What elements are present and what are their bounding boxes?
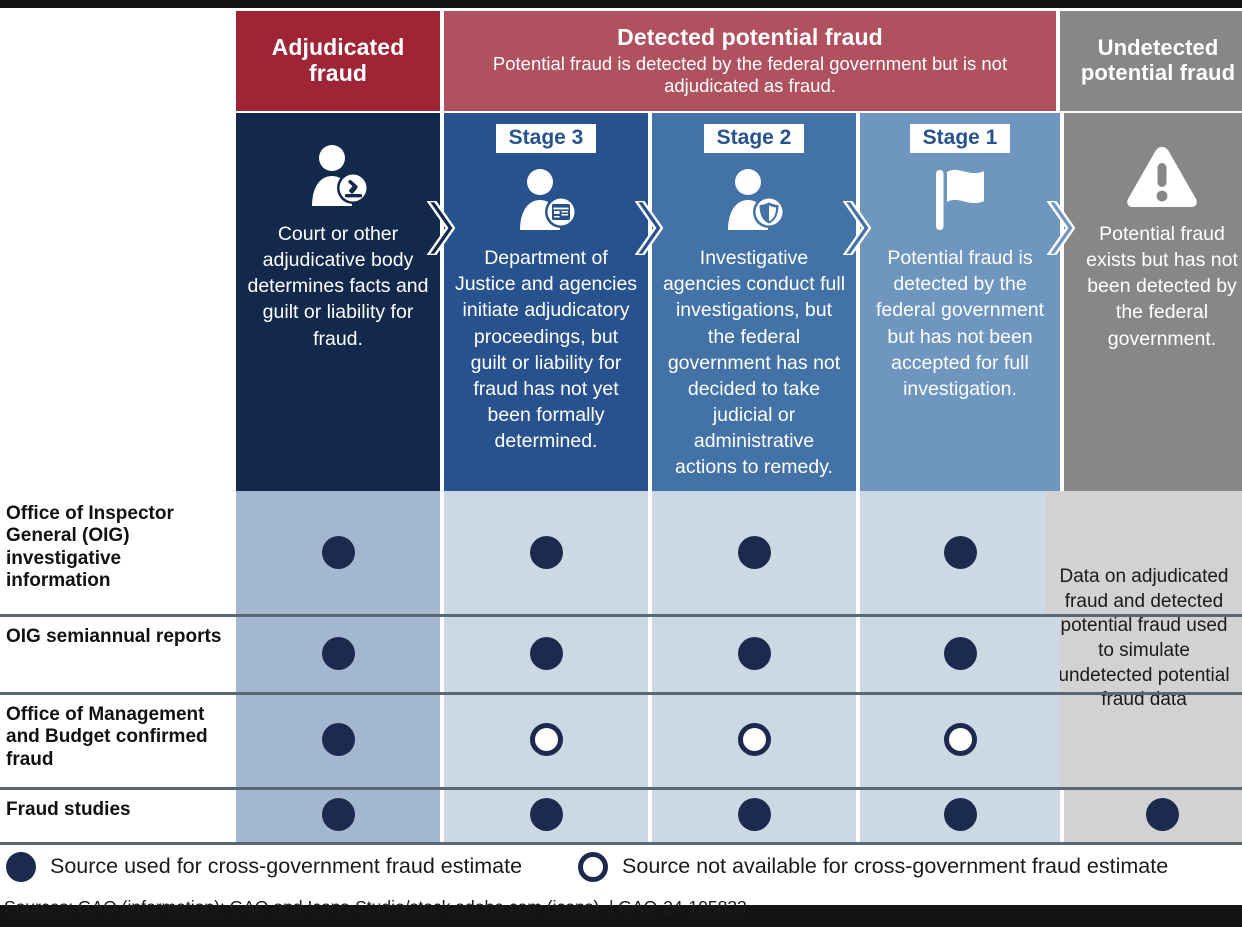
- table-row: Office of Management and Budget confirme…: [0, 692, 1242, 787]
- filled-dot-icon: [529, 636, 563, 670]
- cell-stage2-r3: [652, 692, 856, 787]
- stage-tag-stage-1: Stage 1: [909, 124, 1011, 154]
- open-dot-icon: [737, 723, 771, 756]
- flag-icon: [922, 162, 998, 236]
- filled-dot-icon: [943, 798, 977, 831]
- cell-stage2-r1: [652, 491, 856, 614]
- filled-dot-icon: [321, 723, 355, 756]
- open-dot-icon: [943, 723, 977, 756]
- legend-label-filled: Source used for cross-government fraud e…: [50, 854, 523, 878]
- open-dot-icon: [578, 851, 609, 882]
- row-label-omb-confirmed: Office of Management and Budget confirme…: [0, 692, 234, 787]
- undetected-spacer-r3: [1062, 692, 1242, 787]
- filled-dot-icon: [737, 636, 771, 670]
- stage-tag-stage-3: Stage 3: [495, 124, 597, 154]
- cell-stage1-r2: [860, 614, 1060, 692]
- cell-adjudicated-r2: [236, 614, 440, 692]
- group-header-band: Adjudicated fraud Detected potential fra…: [0, 8, 1242, 113]
- legend-item-open: Source not available for cross-governmen…: [578, 851, 1169, 882]
- row-divider: [0, 787, 1242, 790]
- filled-dot-icon: [737, 536, 771, 569]
- stage-tag-stage-2: Stage 2: [703, 124, 805, 154]
- table-row: Fraud studies: [0, 787, 1242, 842]
- cell-stage3-r2: [444, 614, 648, 692]
- stage-desc-stage-3: Department of Justice and agencies initi…: [454, 247, 638, 453]
- person-gavel-icon: [302, 138, 374, 212]
- stage-cell-stage-2: Stage 2 Investigative agencies conduct f…: [652, 113, 871, 491]
- stage-cell-adjudicated: Court or other adjudicative body determi…: [236, 113, 455, 491]
- filled-dot-icon: [321, 636, 355, 670]
- undetected-spacer-r2: [1062, 614, 1242, 692]
- cell-adjudicated-r4: [236, 787, 440, 842]
- filled-dot-icon: [1145, 798, 1179, 831]
- filled-dot-icon: [737, 798, 771, 831]
- legend: Source used for cross-government fraud e…: [0, 842, 1242, 888]
- header-spacer: [0, 8, 234, 113]
- stage-cell-stage-3: Stage 3 Department: [444, 113, 663, 491]
- cell-stage3-r3: [444, 692, 648, 787]
- cell-stage1-r1: [860, 491, 1060, 614]
- cell-undetected-r4: [1064, 787, 1242, 842]
- stage-desc-stage-1: Potential fraud is detected by the feder…: [875, 247, 1045, 400]
- group-title-undetected: Undetected potential fraud: [1080, 35, 1236, 85]
- group-title-detected: Detected potential fraud: [617, 24, 883, 51]
- cell-adjudicated-r3: [236, 692, 440, 787]
- row-label-fraud-studies: Fraud studies: [0, 787, 234, 842]
- group-title-adjudicated: Adjudicated fraud: [271, 34, 405, 86]
- open-dot-icon: [529, 723, 563, 756]
- group-subtitle-detected: Potential fraud is detected by the feder…: [492, 53, 1008, 96]
- cell-stage1-r4: [860, 787, 1060, 842]
- filled-dot-icon: [943, 636, 977, 670]
- cell-stage1-r3: [860, 692, 1060, 787]
- undetected-note: Data on adjudicated fraud and detected p…: [1046, 491, 1242, 787]
- legend-item-filled: Source used for cross-government fraud e…: [6, 851, 523, 882]
- row-divider: [0, 614, 1242, 617]
- stage-cell-undetected: Potential fraud exists but has not been …: [1064, 113, 1242, 491]
- filled-dot-icon: [529, 536, 563, 569]
- group-header-adjudicated: Adjudicated fraud: [236, 11, 440, 111]
- stage-cell-stage-1: Stage 1 Potential fraud is detected by t…: [860, 113, 1075, 491]
- source-matrix: Office of Inspector General (OIG) invest…: [0, 491, 1242, 842]
- stage-spacer: [0, 113, 234, 491]
- filled-dot-icon: [321, 536, 355, 569]
- row-label-oig-investigative: Office of Inspector General (OIG) invest…: [0, 491, 234, 614]
- person-shield-icon: [718, 162, 790, 236]
- filled-dot-icon: [6, 851, 36, 882]
- stage-desc-stage-2: Investigative agencies conduct full inve…: [662, 247, 846, 479]
- table-row: Office of Inspector General (OIG) invest…: [0, 491, 1242, 787]
- person-court-document-icon: [510, 162, 582, 236]
- cell-stage2-r2: [652, 614, 856, 692]
- row-label-oig-semiannual: OIG semiannual reports: [0, 614, 234, 692]
- table-row: OIG semiannual reports: [0, 614, 1242, 692]
- legend-label-open: Source not available for cross-governmen…: [622, 854, 1169, 878]
- group-header-detected: Detected potential fraud Potential fraud…: [444, 11, 1056, 111]
- filled-dot-icon: [529, 798, 563, 831]
- cell-stage2-r4: [652, 787, 856, 842]
- cell-adjudicated-r1: [236, 491, 440, 614]
- group-header-undetected: Undetected potential fraud: [1060, 11, 1242, 111]
- cell-stage3-r1: [444, 491, 648, 614]
- cell-stage3-r4: [444, 787, 648, 842]
- warning-triangle-icon: [1122, 138, 1202, 212]
- stage-desc-undetected: Potential fraud exists but has not been …: [1086, 223, 1238, 350]
- source-note: Sources: GAO (information); GAO and Icon…: [4, 897, 747, 917]
- filled-dot-icon: [321, 798, 355, 831]
- stage-band: Court or other adjudicative body determi…: [0, 113, 1242, 491]
- stage-desc-adjudicated: Court or other adjudicative body determi…: [247, 223, 429, 350]
- row-divider: [0, 692, 1242, 695]
- filled-dot-icon: [943, 536, 977, 569]
